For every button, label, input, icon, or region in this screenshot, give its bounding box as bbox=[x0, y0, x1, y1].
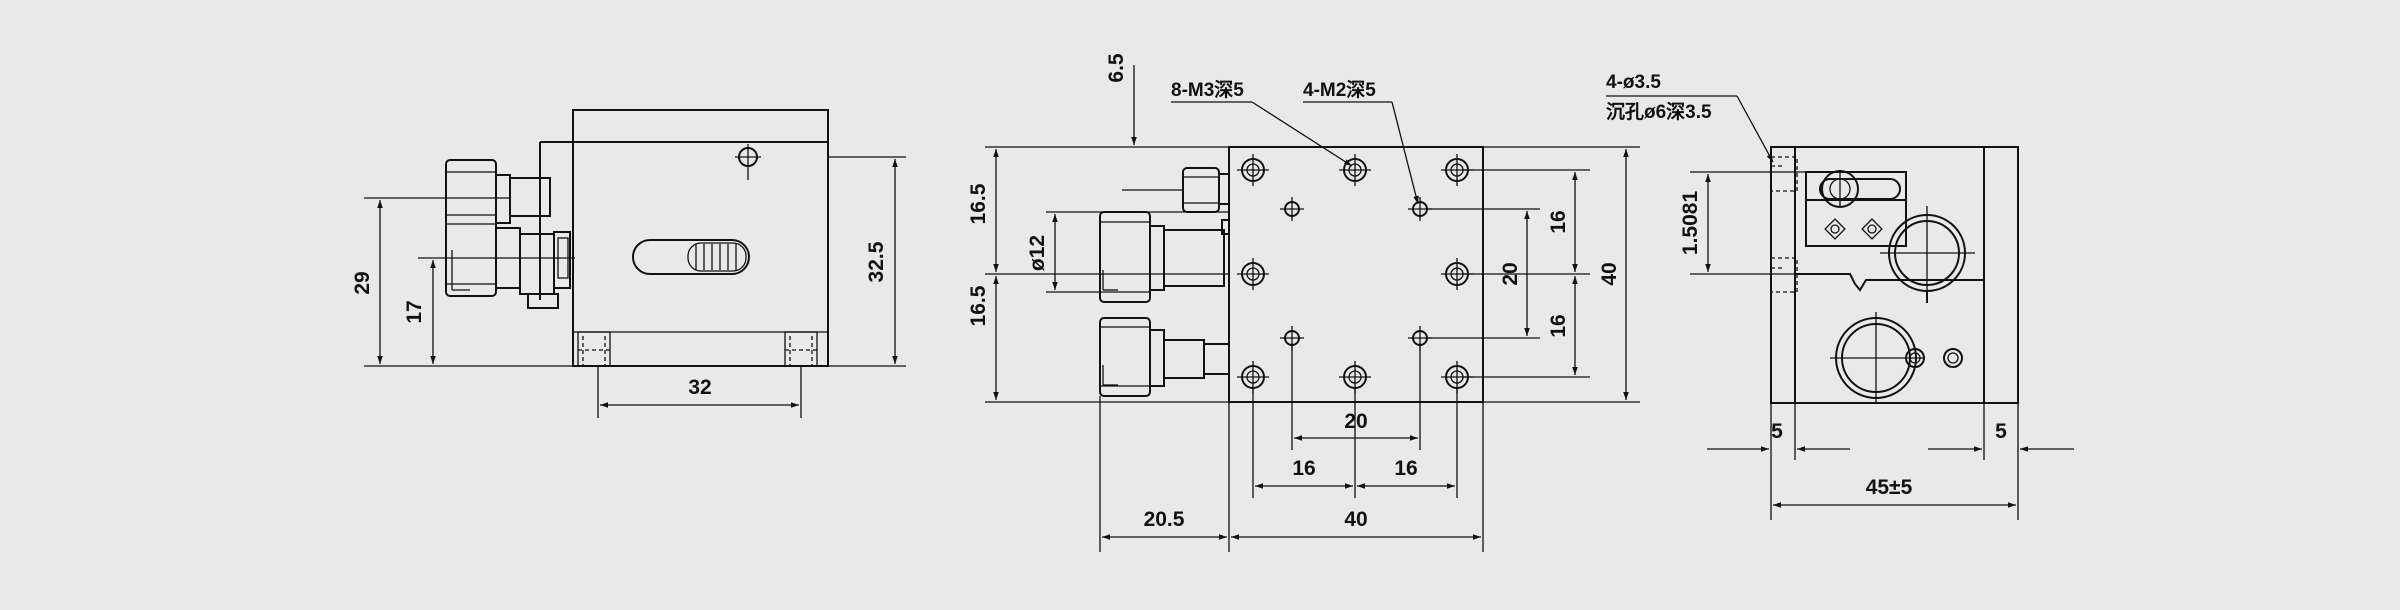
top-knob-lower bbox=[1099, 317, 1230, 397]
end-dim-width: 45±5 bbox=[1866, 476, 1913, 499]
end-lever-clamp bbox=[1805, 170, 1907, 247]
note-m2-holes: 4-M2深5 bbox=[1303, 78, 1376, 101]
side-base-hole-left bbox=[577, 331, 611, 367]
top-dim-20-right: 20 bbox=[1499, 262, 1522, 285]
note-hole-leader bbox=[1736, 95, 1774, 163]
top-dim-20-bottom: 20 bbox=[1344, 410, 1367, 433]
note-m2-leader bbox=[1391, 101, 1419, 205]
side-dim-17: 17 bbox=[403, 300, 426, 323]
note-counterbore: 沉孔ø6深3.5 bbox=[1606, 100, 1712, 123]
top-view: 6.5 16.5 16.5 ø12 8-M3深5 4-M2深5 16 20 bbox=[967, 53, 1640, 552]
top-dim-40-right: 40 bbox=[1598, 262, 1621, 285]
end-dim-vertical: 1.5081 bbox=[1679, 191, 1702, 256]
end-break-line bbox=[1795, 273, 1888, 292]
top-dim-20-5: 20.5 bbox=[1144, 508, 1185, 531]
top-dim-16-right-b: 16 bbox=[1547, 314, 1570, 337]
end-counterbore-upper bbox=[1770, 156, 1798, 192]
side-top-hole-icon bbox=[735, 144, 761, 180]
top-knob-upper bbox=[1122, 167, 1230, 213]
side-dim-29: 29 bbox=[351, 271, 374, 294]
top-dim-16-bottom-a: 16 bbox=[1292, 457, 1315, 480]
top-dim-16-5-upper: 16.5 bbox=[967, 183, 990, 224]
end-knob-upper bbox=[1880, 206, 1975, 303]
side-body-outline bbox=[572, 109, 829, 367]
side-adjust-slot bbox=[632, 239, 750, 275]
top-dim-dia-12: ø12 bbox=[1026, 235, 1049, 271]
side-knob-assembly bbox=[445, 159, 575, 309]
end-view: 4-ø3.5 沉孔ø6深3.5 1.5081 5 5 45±5 bbox=[1606, 72, 2074, 520]
side-dim-32: 32 bbox=[688, 376, 711, 399]
top-dim-40-bottom: 40 bbox=[1344, 508, 1367, 531]
note-hole-dia: 4-ø3.5 bbox=[1606, 72, 1661, 93]
end-body-outline bbox=[1770, 146, 2019, 404]
top-dim-16-5-lower: 16.5 bbox=[967, 285, 990, 326]
m2-hole-icons bbox=[1280, 197, 1432, 350]
end-dim-5-right: 5 bbox=[1995, 420, 2007, 443]
side-view: 29 17 32.5 32 bbox=[351, 109, 906, 418]
end-counterbore-lower bbox=[1770, 257, 1798, 293]
note-m3-leader bbox=[1251, 101, 1353, 167]
side-dim-32-5: 32.5 bbox=[865, 241, 888, 282]
m3-hole-icons bbox=[1237, 154, 1473, 393]
top-dim-6-5: 6.5 bbox=[1105, 53, 1128, 83]
top-dim-16-bottom-b: 16 bbox=[1394, 457, 1417, 480]
end-dim-5-left: 5 bbox=[1771, 420, 1783, 443]
end-knob-lower bbox=[1830, 312, 1963, 404]
side-base-hole-right bbox=[784, 331, 818, 367]
top-knob-middle bbox=[1099, 211, 1230, 303]
note-m3-holes: 8-M3深5 bbox=[1171, 78, 1244, 101]
top-dim-16-right-a: 16 bbox=[1547, 210, 1570, 233]
